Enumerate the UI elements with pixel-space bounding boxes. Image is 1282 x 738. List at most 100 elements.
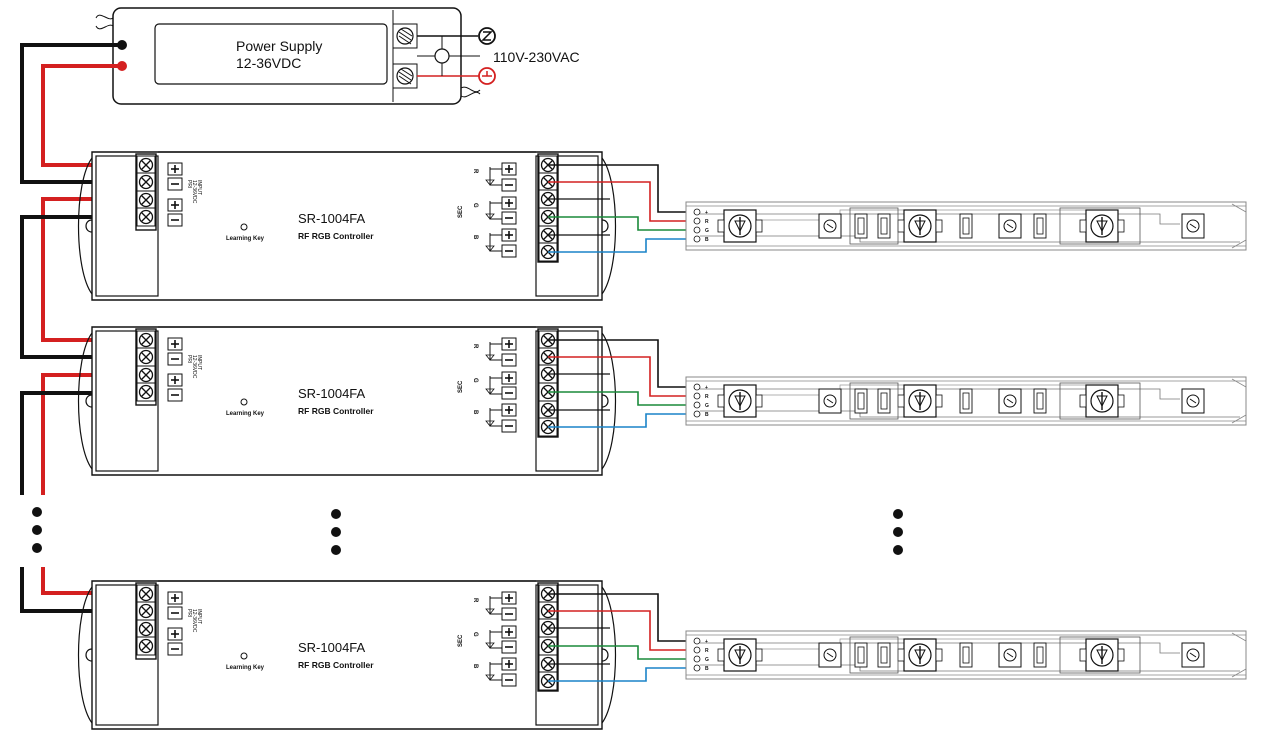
strip-pad	[693, 401, 701, 409]
strip-resistor	[818, 388, 842, 414]
output-wire	[548, 391, 692, 406]
controller-subtitle: RF RGB Controller	[298, 406, 374, 416]
strip-pad-label: G	[705, 657, 709, 663]
strip-pad	[693, 646, 701, 654]
input-label-line1: INPUT	[196, 609, 202, 624]
strip-pad	[693, 217, 701, 225]
strip-capacitor	[877, 642, 891, 668]
output-sign-2	[501, 178, 517, 192]
learning-key-label: Learning Key	[226, 665, 265, 671]
power-supply-title: Power Supply	[236, 38, 322, 54]
controller-model: SR-1004FA	[298, 386, 366, 401]
learning-key-label: Learning Key	[226, 236, 265, 242]
output-sign-6	[501, 673, 517, 687]
rgb-led	[1079, 209, 1125, 243]
output-wire	[548, 356, 692, 397]
input-minus-2	[167, 642, 183, 656]
strip-pad-label: R	[705, 648, 709, 654]
output-terminal	[538, 225, 558, 245]
strip-pad-label: R	[705, 394, 709, 400]
channel-label-ch_b: B	[472, 664, 478, 669]
channel-label-ch_g: G	[472, 632, 478, 637]
input-label-line1: INPUT	[196, 355, 202, 370]
rgb-led	[1079, 638, 1125, 672]
strip-capacitor	[959, 388, 973, 414]
rgb-led	[1079, 384, 1125, 418]
strip-pad	[693, 637, 701, 645]
strip-pad-label: B	[705, 237, 709, 243]
input-plus-1	[167, 337, 183, 351]
input-terminal	[136, 601, 156, 621]
continuation-dots	[32, 507, 903, 555]
controller-model: SR-1004FA	[298, 211, 366, 226]
strip-resistor	[1181, 388, 1205, 414]
output-sign-6	[501, 244, 517, 258]
strip-pad	[693, 383, 701, 391]
learning-key-button	[240, 652, 248, 660]
strip-pad-label: G	[705, 403, 709, 409]
strip-capacitor	[854, 642, 868, 668]
strip-pad	[693, 208, 701, 216]
strip-capacitor	[854, 388, 868, 414]
strip-capacitor	[1033, 642, 1047, 668]
strip-resistor	[1181, 213, 1205, 239]
output-sign-5	[501, 228, 517, 242]
sec-label: SEC	[458, 205, 464, 218]
rgb-led	[897, 384, 943, 418]
input-terminal	[136, 347, 156, 367]
output-sign-6	[501, 419, 517, 433]
led-strip-3: + RGB	[685, 630, 1247, 680]
output-sign-3	[501, 196, 517, 210]
strip-capacitor	[1033, 388, 1047, 414]
learning-key-button	[240, 398, 248, 406]
input-plus-2	[167, 198, 183, 212]
channel-label-ch_r: R	[472, 169, 478, 174]
input-minus-2	[167, 213, 183, 227]
input-label-line2: 12-36VDC	[191, 180, 197, 204]
controller-subtitle: RF RGB Controller	[298, 660, 374, 670]
output-wire	[548, 216, 692, 231]
output-wire	[548, 593, 692, 642]
rgb-led	[717, 384, 763, 418]
sec-label: SEC	[458, 634, 464, 647]
strip-capacitor	[854, 213, 868, 239]
output-sign-2	[501, 607, 517, 621]
strip-resistor	[998, 388, 1022, 414]
strip-pad-label: R	[705, 219, 709, 225]
input-terminal	[136, 172, 156, 192]
output-sign-5	[501, 403, 517, 417]
input-minus-1	[167, 177, 183, 191]
output-wire	[548, 181, 692, 222]
output-wire	[548, 645, 692, 660]
strip-pad-label: +	[705, 639, 708, 645]
channel-label-ch_g: G	[472, 378, 478, 383]
channel-label-ch_b: B	[472, 410, 478, 415]
input-minus-1	[167, 352, 183, 366]
output-sign-4	[501, 640, 517, 654]
input-terminal	[136, 584, 156, 604]
strip-pad	[693, 410, 701, 418]
channel-label-ch_g: G	[472, 203, 478, 208]
strip-pad	[693, 664, 701, 672]
strip-resistor	[1181, 642, 1205, 668]
channel-label-ch_r: R	[472, 344, 478, 349]
channel-label-ch_r: R	[472, 598, 478, 603]
output-sign-5	[501, 657, 517, 671]
output-wire	[548, 413, 692, 428]
strip-pad-label: +	[705, 385, 708, 391]
learning-key-button	[240, 223, 248, 231]
output-sign-1	[501, 591, 517, 605]
output-sign-4	[501, 386, 517, 400]
strip-pad-label: B	[705, 666, 709, 672]
output-sign-1	[501, 162, 517, 176]
rgb-led	[897, 209, 943, 243]
strip-pad-label: +	[705, 210, 708, 216]
output-wire	[548, 238, 692, 253]
input-terminal	[136, 330, 156, 350]
input-terminal	[136, 155, 156, 175]
input-terminal	[136, 382, 156, 402]
